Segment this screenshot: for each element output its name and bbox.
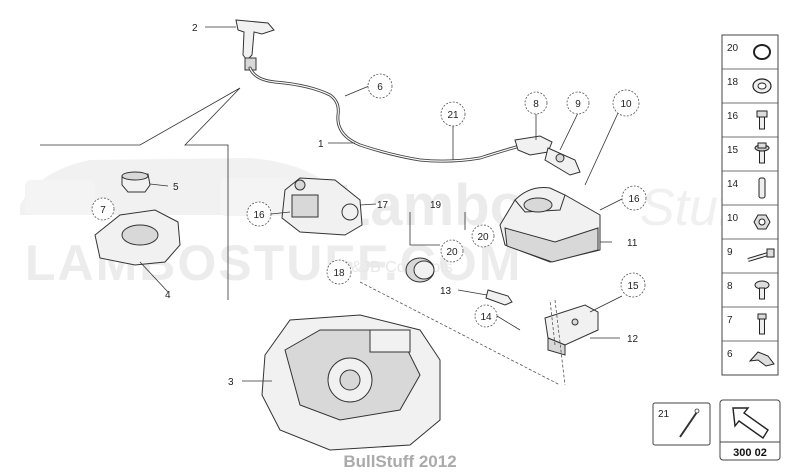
flange-bolt-icon [754, 142, 770, 164]
part-3-transmission [261, 314, 441, 451]
round-head-bolt-icon [754, 280, 770, 300]
part-13-sensor [485, 289, 513, 306]
arrow-icon [732, 407, 769, 439]
legend-item-number: 16 [727, 111, 739, 122]
legend-item-number: 9 [727, 247, 733, 258]
callout-10: 10 [612, 89, 640, 117]
inset-bracket [40, 87, 241, 300]
svg-text:14: 14 [480, 312, 492, 323]
svg-text:16: 16 [628, 194, 640, 205]
legend-item-18: 18 [727, 77, 772, 94]
part-2-bracket [235, 19, 275, 71]
assembly-line-c [549, 299, 556, 346]
svg-text:21: 21 [658, 409, 670, 420]
pin-icon [679, 411, 698, 438]
svg-text:7: 7 [100, 205, 106, 216]
callout-14: 14 [474, 304, 498, 328]
callout-8: 8 [524, 91, 548, 115]
label-5: 5 [173, 182, 179, 193]
legend-item-number: 6 [727, 349, 733, 360]
short-bolt-icon [756, 110, 768, 130]
callout-18: 18 [326, 259, 352, 285]
legend-item-6: 6 [727, 349, 775, 367]
legend-item-number: 14 [727, 179, 739, 190]
legend-item-20: 20 [727, 43, 771, 60]
legend-item-number: 7 [727, 315, 733, 326]
o-ring-icon [753, 44, 771, 60]
label-11: 11 [627, 238, 638, 249]
callout-16-right: 16 [621, 185, 647, 211]
legend-item-number: 8 [727, 281, 733, 292]
legend-item-8: 8 [727, 280, 770, 300]
part-11-housing [499, 187, 601, 263]
label-13: 13 [440, 286, 452, 297]
svg-text:20: 20 [446, 247, 458, 258]
long-bolt-icon [747, 248, 775, 262]
legend-item-10: 10 [727, 213, 771, 230]
label-17: 17 [377, 200, 389, 211]
svg-text:16: 16 [253, 210, 265, 221]
svg-text:9: 9 [575, 99, 581, 110]
hex-nut-icon [753, 214, 771, 230]
callout-9: 9 [566, 91, 590, 115]
svg-text:10: 10 [620, 99, 632, 110]
callout-7: 7 [91, 197, 115, 221]
part-5-grommet [121, 171, 151, 193]
legend-item-number: 20 [727, 43, 739, 54]
legend-item-16: 16 [727, 110, 768, 130]
leader-lines [139, 26, 625, 382]
svg-text:18: 18 [333, 268, 345, 279]
label-3: 3 [228, 377, 234, 388]
label-12: 12 [627, 334, 639, 345]
part-1-hose [248, 66, 522, 163]
svg-text:8: 8 [533, 99, 539, 110]
callout-6: 6 [367, 73, 393, 99]
svg-text:20: 20 [477, 232, 489, 243]
legend-item-number: 10 [727, 213, 739, 224]
legend-item-number: 18 [727, 77, 739, 88]
legend-item-7: 7 [727, 313, 767, 335]
part-4-mount [94, 209, 181, 266]
label-2: 2 [192, 23, 198, 34]
callout-20-lower: 20 [440, 239, 464, 263]
label-19: 19 [430, 200, 442, 211]
label-4: 4 [165, 290, 171, 301]
legend-item-15: 15 [727, 142, 770, 164]
assembly-line-a [359, 281, 561, 386]
assembly-line-b [554, 299, 566, 386]
legend-item-number: 15 [727, 145, 739, 156]
page-code-box: 300 02 [719, 399, 781, 461]
pin-icon [758, 177, 766, 199]
part-17-valve-block [281, 177, 363, 236]
fastener-legend-panel: 20 18 16 15 14 10 9 8 7 6 [721, 34, 779, 376]
callout-15: 15 [620, 272, 646, 298]
callout-21: 21 [440, 101, 466, 127]
svg-text:21: 21 [447, 110, 459, 121]
callout-20-upper: 20 [471, 224, 495, 248]
label-1: 1 [318, 139, 324, 150]
watermark-brand-main: Lambo [335, 173, 525, 238]
footer-text: BullStuff 2012 [343, 452, 456, 471]
ref-box-21: 21 [652, 402, 711, 446]
clip-icon [748, 351, 775, 367]
svg-text:15: 15 [627, 281, 639, 292]
part-8-connector [514, 135, 581, 176]
legend-item-9: 9 [727, 247, 775, 262]
stud-bolt-icon [757, 313, 767, 335]
svg-text:6: 6 [377, 82, 383, 93]
callout-16-left: 16 [246, 201, 272, 227]
legend-item-14: 14 [727, 177, 766, 199]
part-20-seal [405, 257, 435, 283]
washer-icon [752, 78, 772, 94]
page-code: 300 02 [733, 447, 767, 459]
